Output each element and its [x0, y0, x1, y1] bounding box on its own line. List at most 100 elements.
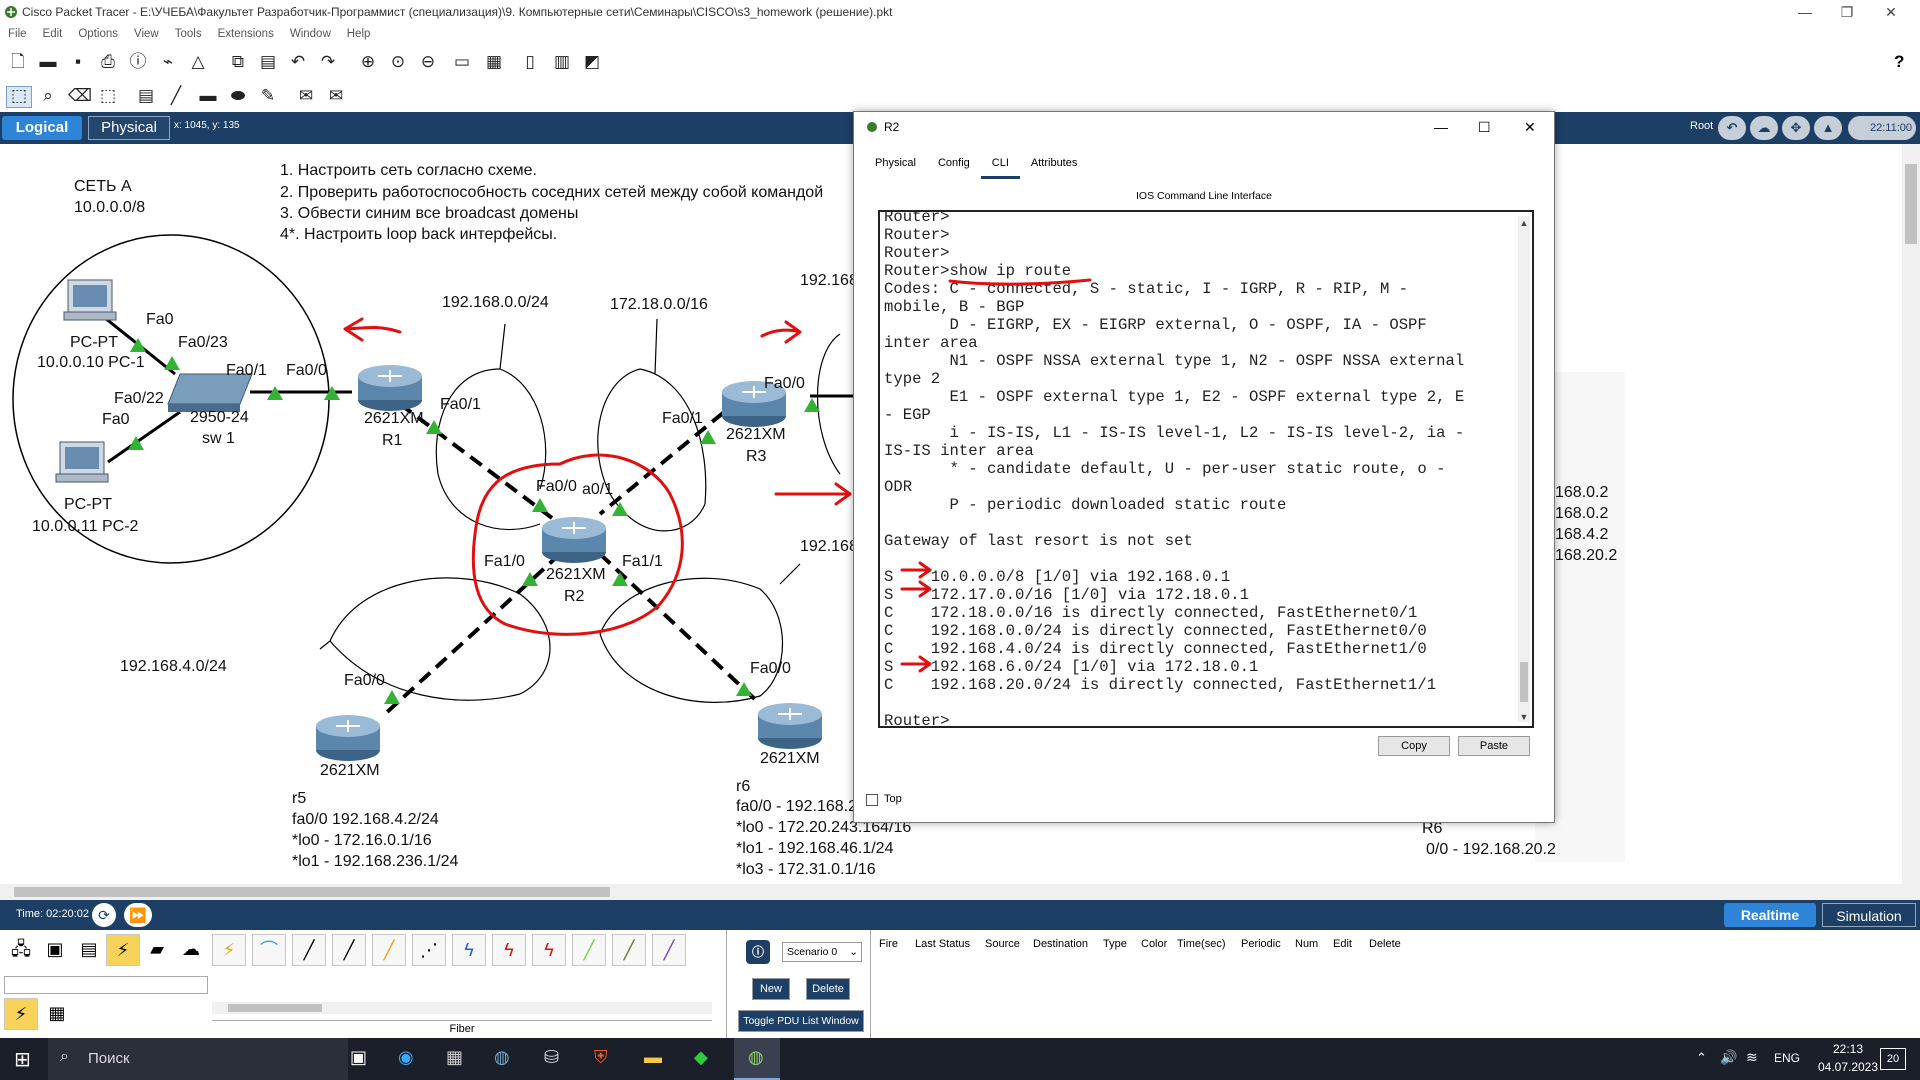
- end-devices-icon[interactable]: ▣: [46, 939, 64, 959]
- tab-config[interactable]: Config: [937, 157, 970, 169]
- move-icon[interactable]: ✥: [1782, 116, 1810, 140]
- auto-connection-icon[interactable]: ⚡: [212, 934, 246, 966]
- delete-scenario-button[interactable]: Delete: [806, 978, 850, 1000]
- custom-device-icon[interactable]: ▦: [485, 52, 503, 71]
- taskbar-search[interactable]: ⌕ Поиск: [48, 1038, 348, 1080]
- device-view-icon[interactable]: ▥: [553, 52, 571, 71]
- notification-badge[interactable]: 20: [1880, 1048, 1906, 1070]
- report-icon[interactable]: ▯: [525, 52, 535, 71]
- network-devices-icon[interactable]: 🖧: [10, 939, 32, 959]
- brave-icon[interactable]: ⛨: [594, 1047, 608, 1067]
- canvas-vertical-scrollbar[interactable]: [1902, 144, 1920, 884]
- router-r2-icon[interactable]: [540, 516, 608, 564]
- open-folder-icon[interactable]: ▬: [39, 52, 57, 71]
- misc-icon[interactable]: ▰: [150, 939, 164, 959]
- ellipse-icon[interactable]: ⬬: [230, 86, 246, 105]
- info-icon[interactable]: ⓘ: [746, 940, 770, 964]
- console-cable-icon[interactable]: ⌒: [252, 934, 286, 966]
- back-icon[interactable]: ↶: [1718, 116, 1746, 140]
- rectangle-icon[interactable]: ▬: [199, 86, 217, 105]
- zoom-in-icon[interactable]: ⊕: [360, 52, 376, 71]
- save-icon[interactable]: ▪: [74, 52, 82, 71]
- crossover-icon[interactable]: ╱: [332, 934, 366, 966]
- menu-edit[interactable]: Edit: [42, 28, 63, 40]
- fast-forward-icon[interactable]: ⏩: [124, 903, 152, 927]
- activity-wizard-icon[interactable]: △: [191, 52, 205, 71]
- connection-category-icon[interactable]: ⚡: [4, 998, 38, 1030]
- grid-icon[interactable]: ▦: [48, 1003, 66, 1023]
- menu-tools[interactable]: Tools: [174, 28, 202, 40]
- new-file-icon[interactable]: 🗋: [11, 52, 25, 71]
- restore-icon[interactable]: ❐: [1840, 4, 1854, 20]
- undo-icon[interactable]: ↶: [290, 52, 306, 71]
- vertical-scroll-thumb[interactable]: [1905, 164, 1917, 244]
- horizontal-scroll-thumb[interactable]: [14, 887, 610, 897]
- background-icon[interactable]: ▲: [1814, 116, 1842, 140]
- router-r6-icon[interactable]: [756, 702, 824, 750]
- redo-icon[interactable]: ↷: [320, 52, 336, 71]
- toggle-pdu-list-button[interactable]: Toggle PDU List Window: [738, 1010, 864, 1032]
- dialog-close-icon[interactable]: ✕: [1524, 119, 1536, 135]
- dialog-maximize-icon[interactable]: ☐: [1478, 119, 1491, 135]
- power-cycle-icon[interactable]: ⟳: [92, 903, 116, 927]
- connections-icon[interactable]: ⚡: [106, 934, 140, 966]
- language-indicator[interactable]: ENG: [1774, 1051, 1801, 1065]
- tab-attributes[interactable]: Attributes: [1030, 157, 1078, 169]
- serial-dte-icon[interactable]: ϟ: [532, 934, 566, 966]
- connection-scrollbar[interactable]: [212, 1002, 712, 1014]
- explorer-icon[interactable]: ▬: [644, 1047, 662, 1067]
- app-icon[interactable]: ⛁: [544, 1047, 560, 1067]
- connection-scroll-thumb[interactable]: [228, 1004, 322, 1012]
- router-r5-icon[interactable]: [314, 714, 382, 762]
- close-icon[interactable]: ✕: [1885, 4, 1897, 20]
- scenario-select[interactable]: Scenario 0⌄: [782, 942, 862, 962]
- zoom-reset-icon[interactable]: ⊙: [390, 52, 406, 71]
- app-icon[interactable]: ▣: [350, 1047, 368, 1067]
- menu-file[interactable]: File: [8, 28, 27, 40]
- print-icon[interactable]: ⎙: [101, 52, 115, 71]
- copy-icon[interactable]: ⧉: [231, 52, 245, 71]
- resize-icon[interactable]: ⬚: [99, 86, 117, 105]
- octal-icon[interactable]: ╱: [572, 934, 606, 966]
- components-icon[interactable]: ▤: [80, 939, 98, 959]
- realtime-button[interactable]: Realtime: [1724, 903, 1816, 927]
- volume-icon[interactable]: 🔊: [1720, 1049, 1738, 1065]
- usb-icon[interactable]: ╱: [652, 934, 686, 966]
- menu-extensions[interactable]: Extensions: [217, 28, 274, 40]
- capture-icon[interactable]: ◩: [583, 52, 601, 71]
- fiber-icon[interactable]: ╱: [372, 934, 406, 966]
- note-icon[interactable]: ▤: [137, 86, 155, 105]
- device-search-field[interactable]: [4, 976, 208, 994]
- zoom-out-icon[interactable]: ⊖: [420, 52, 436, 71]
- simulation-button[interactable]: Simulation: [1822, 903, 1916, 927]
- drawing-palette-icon[interactable]: ▭: [453, 52, 471, 71]
- windows-start-icon[interactable]: ⊞: [14, 1049, 31, 1071]
- menu-window[interactable]: Window: [289, 28, 331, 40]
- menu-help[interactable]: Help: [346, 28, 371, 40]
- cli-output[interactable]: Router> Router> Router> Router>show ip r…: [884, 212, 1508, 726]
- router-r1-icon[interactable]: [356, 364, 424, 412]
- calculator-icon[interactable]: ▦: [446, 1047, 464, 1067]
- simple-pdu-icon[interactable]: ✉: [298, 86, 314, 105]
- edge-icon[interactable]: ◉: [398, 1047, 414, 1067]
- menu-options[interactable]: Options: [78, 28, 118, 40]
- cluster-icon[interactable]: ☁: [1750, 116, 1778, 140]
- multiuser-icon[interactable]: ☁: [182, 939, 200, 959]
- straight-through-icon[interactable]: ╱: [292, 934, 326, 966]
- menu-view[interactable]: View: [134, 28, 159, 40]
- network-wizard-icon[interactable]: ⌁: [162, 52, 174, 71]
- complex-pdu-icon[interactable]: ✉: [328, 86, 344, 105]
- app-icon[interactable]: ◍: [494, 1047, 510, 1067]
- copy-button[interactable]: Copy: [1378, 736, 1450, 756]
- draw-line-icon[interactable]: ╱: [170, 86, 182, 105]
- paste-icon[interactable]: ▤: [259, 52, 277, 71]
- dialog-minimize-icon[interactable]: —: [1434, 119, 1448, 135]
- tab-physical[interactable]: Physical: [875, 157, 916, 169]
- coaxial-icon[interactable]: ϟ: [452, 934, 486, 966]
- phone-cable-icon[interactable]: ⋰: [412, 934, 446, 966]
- new-scenario-button[interactable]: New: [752, 978, 790, 1000]
- top-checkbox[interactable]: [866, 794, 878, 806]
- tray-chevron-icon[interactable]: ⌃: [1696, 1050, 1707, 1065]
- minimize-icon[interactable]: —: [1798, 4, 1812, 20]
- delete-icon[interactable]: ⌫: [68, 86, 93, 105]
